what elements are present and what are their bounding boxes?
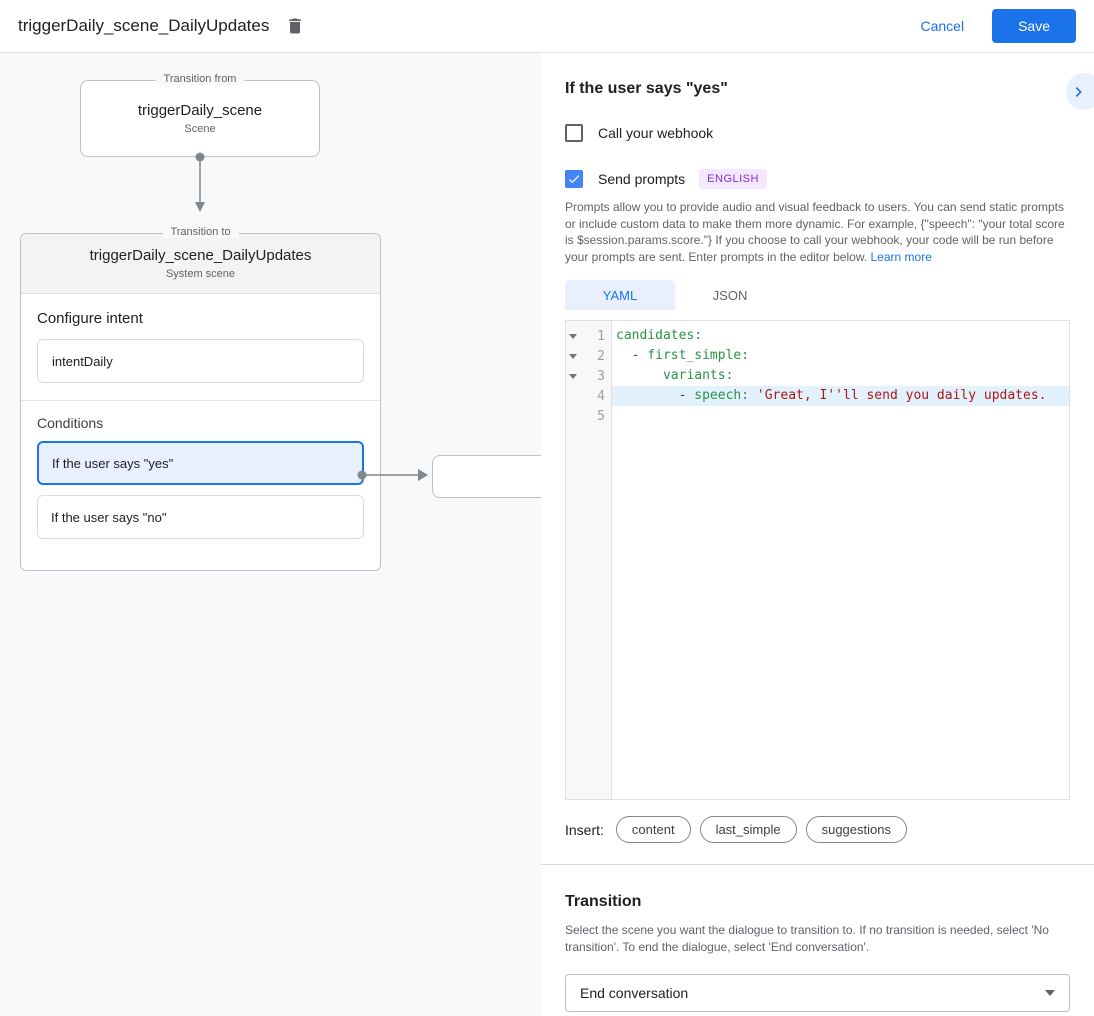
send-prompts-label: Send prompts xyxy=(598,171,686,187)
editor-code-area[interactable]: candidates: - first_simple: variants: - … xyxy=(612,321,1069,799)
fold-arrow-icon[interactable] xyxy=(566,373,580,379)
fold-arrow-icon[interactable] xyxy=(566,353,580,359)
delete-scene-button[interactable] xyxy=(285,16,305,36)
transition-select[interactable]: End conversation xyxy=(565,974,1070,1012)
from-scene-type: Scene xyxy=(184,123,216,135)
trash-icon xyxy=(285,16,305,36)
to-scene-type: System scene xyxy=(165,268,236,280)
webhook-checkbox[interactable] xyxy=(565,124,583,142)
yaml-key: speech: xyxy=(694,388,750,403)
yaml-dash: - xyxy=(616,388,695,403)
dropdown-arrow-icon xyxy=(1045,990,1055,996)
yaml-key: first_simple: xyxy=(647,348,750,363)
line-number: 1 xyxy=(597,328,605,344)
insert-toolbar: Insert: content last_simple suggestions xyxy=(565,816,1070,843)
yaml-indent xyxy=(616,368,663,383)
insert-chip-content[interactable]: content xyxy=(615,816,691,843)
cancel-button[interactable]: Cancel xyxy=(920,18,965,34)
yaml-code-editor[interactable]: 1 2 3 4 5 candidates: - first_simple: va… xyxy=(565,320,1070,800)
insert-chip-last-simple[interactable]: last_simple xyxy=(699,816,797,843)
transition-target-node[interactable] xyxy=(432,455,541,498)
collapse-panel-button[interactable] xyxy=(1066,73,1094,110)
webhook-label: Call your webhook xyxy=(598,125,714,141)
condition-item-no[interactable]: If the user says "no" xyxy=(37,495,364,539)
panel-divider xyxy=(541,864,1094,865)
yaml-key: variants: xyxy=(662,368,734,383)
transition-from-legend: Transition from xyxy=(155,73,245,85)
configure-intent-heading: Configure intent xyxy=(37,310,143,327)
section-divider xyxy=(21,400,380,401)
transition-selected-value: End conversation xyxy=(580,985,689,1001)
to-scene-name: triggerDaily_scene_DailyUpdates xyxy=(89,247,312,264)
connector-arrow-right xyxy=(357,469,428,481)
send-prompts-checkbox[interactable] xyxy=(565,170,583,188)
tab-json[interactable]: JSON xyxy=(712,287,748,303)
transition-to-legend: Transition to xyxy=(162,226,239,238)
editor-format-tabs: YAML JSON xyxy=(565,280,1070,310)
transition-to-node[interactable]: Transition to triggerDaily_scene_DailyUp… xyxy=(20,226,381,571)
top-bar: triggerDaily_scene_DailyUpdates Cancel S… xyxy=(0,0,1094,53)
from-scene-name: triggerDaily_scene xyxy=(137,102,263,119)
save-button[interactable]: Save xyxy=(992,9,1076,43)
code-line: candidates: xyxy=(612,326,1069,346)
transition-description: Select the scene you want the dialogue t… xyxy=(565,923,1049,954)
editor-gutter: 1 2 3 4 5 xyxy=(566,321,612,799)
line-number: 2 xyxy=(597,348,605,364)
transition-from-node[interactable]: Transition from triggerDaily_scene Scene xyxy=(80,73,320,157)
code-line: variants: xyxy=(612,366,1069,386)
code-line-highlighted: - speech: 'Great, I''ll send you daily u… xyxy=(612,386,1069,406)
prompts-description: Prompts allow you to provide audio and v… xyxy=(565,199,1070,265)
chevron-right-icon xyxy=(1069,82,1089,102)
code-line xyxy=(612,406,1069,426)
line-number: 5 xyxy=(597,408,605,424)
condition-item-yes[interactable]: If the user says "yes" xyxy=(37,441,364,485)
condition-editor-panel: If the user says "yes" Call your webhook… xyxy=(541,53,1094,1016)
yaml-string: 'Great, I''ll send you daily updates. xyxy=(749,388,1047,403)
checkmark-icon xyxy=(567,172,581,186)
learn-more-link[interactable]: Learn more xyxy=(870,249,932,264)
line-number: 3 xyxy=(597,368,605,384)
panel-title: If the user says "yes" xyxy=(565,80,728,97)
tab-yaml[interactable]: YAML xyxy=(565,280,675,310)
insert-chip-suggestions[interactable]: suggestions xyxy=(805,816,907,843)
connector-arrow-down xyxy=(195,152,205,212)
insert-label: Insert: xyxy=(565,821,604,838)
yaml-key: candidates: xyxy=(616,328,703,343)
transition-heading: Transition xyxy=(565,893,642,910)
fold-arrow-icon[interactable] xyxy=(566,333,580,339)
intent-field[interactable]: intentDaily xyxy=(37,339,364,383)
code-line: - first_simple: xyxy=(612,346,1069,366)
scene-diagram-canvas: Transition from triggerDaily_scene Scene… xyxy=(0,53,541,1016)
language-badge: ENGLISH xyxy=(699,169,767,189)
yaml-dash: - xyxy=(616,348,648,363)
to-scene-header: triggerDaily_scene_DailyUpdates System s… xyxy=(21,234,380,294)
conditions-heading: Conditions xyxy=(37,415,104,431)
prompts-description-text: Prompts allow you to provide audio and v… xyxy=(565,200,1065,264)
line-number: 4 xyxy=(597,388,605,404)
page-title: triggerDaily_scene_DailyUpdates xyxy=(18,16,270,35)
